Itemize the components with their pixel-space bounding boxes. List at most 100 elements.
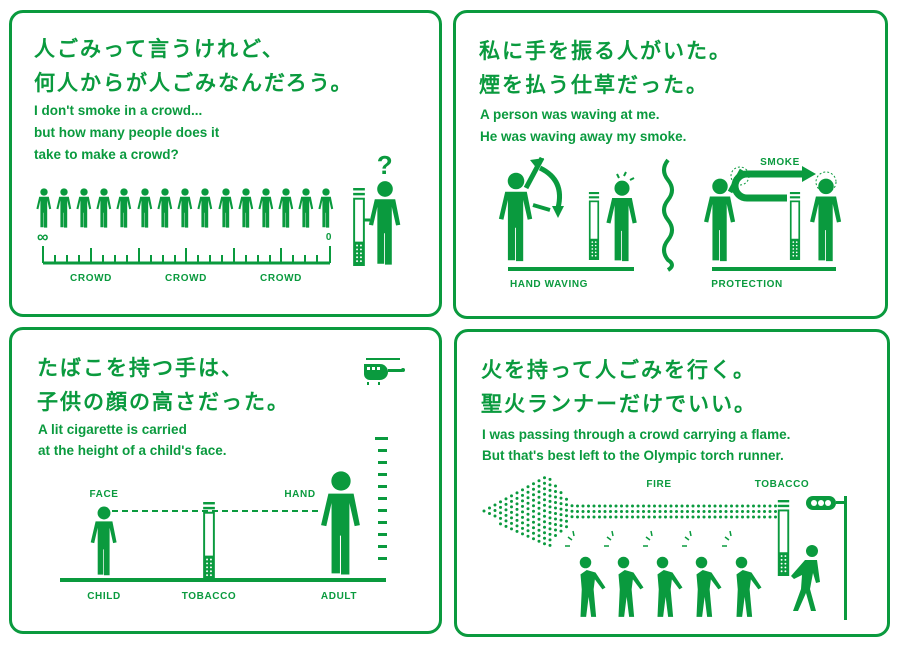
dot (515, 529, 519, 533)
crowd-figures (36, 188, 334, 228)
panel1-en-line1: I don't smoke in a crowd... (34, 103, 203, 118)
dot (724, 515, 728, 519)
dot (609, 510, 612, 513)
protection-caption: PROTECTION (711, 279, 783, 290)
dot (614, 510, 618, 513)
adult-label: ADULT (320, 591, 358, 602)
panel4-en-line2: But that's best left to the Olympic torc… (482, 448, 784, 463)
dot (526, 501, 530, 505)
dot (752, 515, 755, 519)
dot (532, 482, 535, 486)
dot (548, 488, 552, 492)
dot (548, 483, 552, 487)
dot (647, 510, 651, 513)
cigarette-icon (588, 192, 600, 260)
dot (587, 510, 590, 513)
fire-label: FIRE (646, 479, 672, 490)
dot (724, 510, 728, 513)
panel4-en-line1: I was passing through a crowd carrying a… (482, 427, 791, 442)
dot (598, 515, 601, 519)
dot (592, 510, 596, 513)
dot (675, 510, 678, 513)
dot (614, 504, 618, 508)
dot (504, 519, 508, 523)
dot (565, 525, 568, 529)
dot (548, 494, 552, 498)
traffic-light-icon (806, 496, 847, 620)
dot (658, 515, 662, 519)
dot (521, 504, 524, 508)
dot (702, 504, 706, 508)
dot (537, 484, 541, 488)
dot (669, 515, 673, 519)
dot (620, 515, 623, 519)
panel1-en-line2: but how many people does it (34, 125, 220, 140)
dot (554, 534, 557, 537)
dot (565, 497, 568, 501)
panel4-jp-line1: 火を持って人ごみを行く。 (481, 358, 756, 382)
dot (730, 515, 733, 519)
dot (499, 511, 502, 515)
dot (642, 510, 645, 513)
dot (603, 510, 607, 513)
panel3-en-line2: at the height of a child's face. (38, 443, 227, 458)
dot (526, 496, 530, 500)
dot (768, 515, 772, 519)
panel2-en-line2: He was waving away my smoke. (480, 129, 687, 144)
smoker-figure (368, 181, 401, 265)
dot (636, 510, 640, 513)
dot (548, 516, 552, 520)
dot (631, 510, 634, 513)
dot (642, 515, 645, 519)
dot (554, 490, 557, 493)
height-scale (375, 437, 388, 560)
dot (499, 522, 502, 526)
dot (537, 517, 541, 521)
dot (719, 515, 722, 519)
dot (554, 517, 557, 521)
dot (526, 512, 530, 516)
dot (559, 507, 563, 511)
dot (548, 505, 552, 509)
child-figure (90, 506, 117, 576)
dot (647, 515, 651, 519)
dot (554, 523, 557, 526)
dot (614, 515, 618, 519)
motion-line (532, 203, 551, 212)
dot (504, 524, 508, 528)
dot (526, 534, 530, 538)
dot (510, 499, 513, 503)
dot (543, 492, 546, 496)
cigarette-icon (789, 192, 801, 260)
dot (532, 520, 535, 524)
question-mark: ? (376, 150, 394, 180)
dot (592, 515, 596, 519)
cigarette-icon (777, 500, 790, 576)
dot (521, 499, 524, 503)
dot (554, 512, 557, 515)
dot (559, 496, 563, 500)
dot (570, 515, 574, 519)
dot (565, 503, 568, 507)
crowd-ruler (42, 246, 331, 265)
dot (543, 525, 546, 529)
dot (741, 515, 744, 519)
dot (510, 527, 513, 531)
dot (537, 501, 541, 505)
dot (532, 504, 535, 508)
dot (691, 510, 695, 513)
dot (526, 490, 530, 494)
dot (686, 504, 689, 508)
dot (724, 504, 728, 508)
dot (532, 531, 535, 535)
dot (537, 534, 541, 538)
helicopter-icon (364, 358, 405, 385)
dot (752, 504, 755, 508)
dot (576, 504, 579, 508)
dot (669, 510, 673, 513)
dot (521, 510, 524, 514)
crowd-label: CROWD (260, 273, 302, 284)
dot (631, 515, 634, 519)
dot (576, 515, 579, 519)
fire-dotted-arrow (482, 476, 777, 547)
